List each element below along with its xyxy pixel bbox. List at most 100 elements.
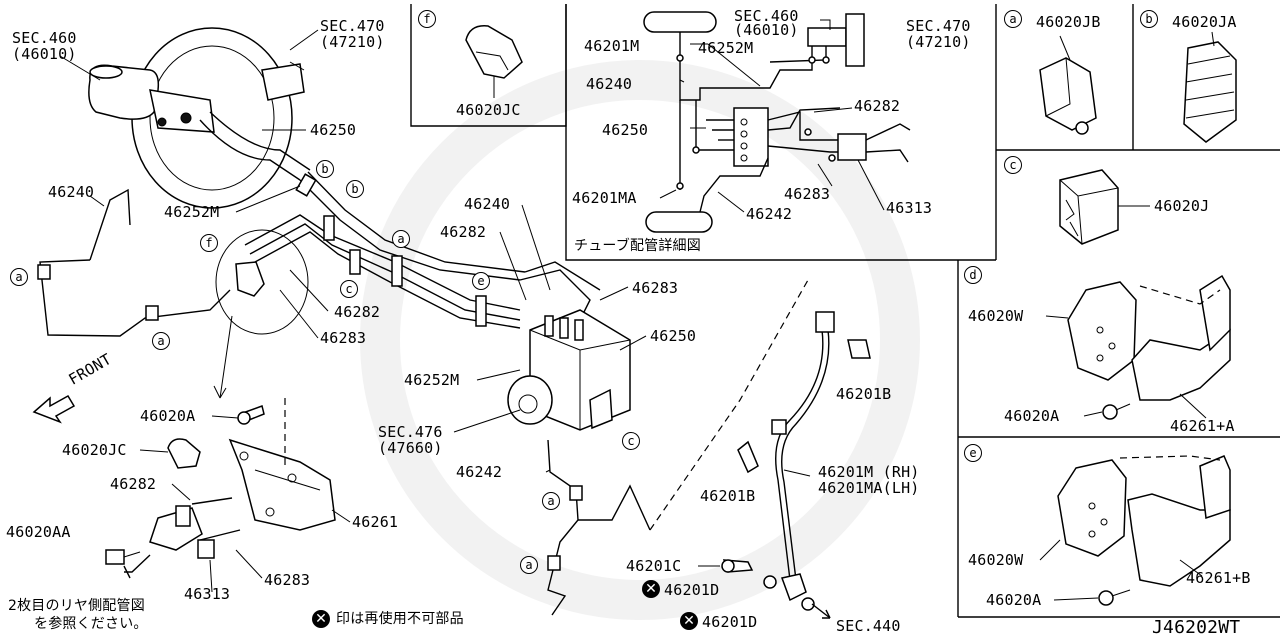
tube-label-46250[interactable]: 46250 [602,121,649,139]
master-cylinder [88,64,215,133]
brake-hose-46201M [721,311,835,619]
label-46283-main[interactable]: 46283 [320,329,367,347]
label-46283-lower[interactable]: 46283 [264,571,311,589]
marker-a-1: a [392,230,410,248]
label-46201MA-lh[interactable]: 46201MA(LH) [818,479,920,497]
tube-label-46252M[interactable]: 46252M [698,39,754,57]
clip-46020JB-drawing [1039,35,1097,135]
rear-line-46242 [547,279,809,616]
label-46201B-left[interactable]: 46201B [700,487,756,505]
bracket-tag-e: e [964,444,982,462]
tube-label-sec470[interactable]: SEC.470 [906,17,971,35]
clip-tag-c: c [1004,156,1022,174]
tube-label-46201M[interactable]: 46201M [584,37,640,55]
label-46261A[interactable]: 46261+A [1170,417,1235,435]
label-46282-upper[interactable]: 46282 [440,223,487,241]
marker-a-3: a [152,332,170,350]
tube-label-sec460[interactable]: SEC.460 [734,7,799,25]
marker-a-2: a [10,268,28,286]
bracket-46261B-drawing [1039,455,1231,606]
diagram-reference-code: J46202WT [1152,617,1241,638]
label-46020W-d[interactable]: 46020W [968,307,1024,325]
tube-label-46313[interactable]: 46313 [886,199,933,217]
marker-c-2: c [622,432,640,450]
label-sec440[interactable]: SEC.440 [836,617,901,635]
label-46240-upper[interactable]: 46240 [464,195,511,213]
label-sec470-sub: (47210) [320,33,385,51]
non-reusable-legend-mark: ✕ [312,610,330,628]
tube-label-sec460-sub: (46010) [734,21,799,39]
label-46261[interactable]: 46261 [352,513,399,531]
label-46252M-main[interactable]: 46252M [164,203,220,221]
label-46020A-main[interactable]: 46020A [140,407,196,425]
clip-tag-b: b [1140,10,1158,28]
label-46242-main[interactable]: 46242 [456,463,503,481]
label-sec476[interactable]: SEC.476 [378,423,443,441]
label-46020JC-detail[interactable]: 46020JC [456,101,521,119]
tube-label-sec470-sub: (47210) [906,33,971,51]
label-46313-main[interactable]: 46313 [184,585,231,603]
label-46020JC-main[interactable]: 46020JC [62,441,127,459]
label-46201M-rh[interactable]: 46201M (RH) [818,463,920,481]
clip-label-46020JA[interactable]: 46020JA [1172,13,1237,31]
label-sec460[interactable]: SEC.460 [12,29,77,47]
label-46282-lower[interactable]: 46282 [110,475,157,493]
non-reusable-mark-2: ✕ [680,612,698,630]
label-46020W-e[interactable]: 46020W [968,551,1024,569]
marker-a-4: a [542,492,560,510]
tube-detail [643,11,911,233]
clip-46020JC [167,438,201,469]
bolt-46020A [237,405,265,425]
note-non-reusable: 印は再使用不可部品 [336,611,464,627]
note-rear-line-2: を参照ください。 [34,616,148,632]
tube-label-46240[interactable]: 46240 [586,75,633,93]
clip-46201B [737,339,871,474]
label-sec470[interactable]: SEC.470 [320,17,385,35]
label-46250-abs[interactable]: 46250 [650,327,697,345]
label-46201D-lower[interactable]: 46201D [702,613,758,631]
brake-lines [199,111,601,329]
label-sec476-sub: (47660) [378,439,443,457]
clip-label-46020JB[interactable]: 46020JB [1036,13,1101,31]
tube-label-46283[interactable]: 46283 [784,185,831,203]
clip-label-46020J[interactable]: 46020J [1154,197,1210,215]
marker-b-2: b [346,180,364,198]
marker-c-1: c [340,280,358,298]
label-46201B-right[interactable]: 46201B [836,385,892,403]
label-sec460-sub: (46010) [12,45,77,63]
tube-label-46282[interactable]: 46282 [854,97,901,115]
clip-46020JC-detail-drawing [465,25,523,98]
front-line-46240 [37,188,231,337]
label-46252M-abs[interactable]: 46252M [404,371,460,389]
marker-e: e [472,272,490,290]
joint-46313 [123,497,241,579]
label-46020A-d[interactable]: 46020A [1004,407,1060,425]
bolt-46020AA [105,549,141,565]
marker-f: f [200,234,218,252]
label-46261B[interactable]: 46261+B [1186,569,1251,587]
marker-a-5: a [520,556,538,574]
label-46201D-upper[interactable]: 46201D [664,581,720,599]
front-arrow [32,394,76,424]
label-46020A-e[interactable]: 46020A [986,591,1042,609]
detail-circle-f [213,229,309,399]
clip-tag-a: a [1004,10,1022,28]
label-46240-main[interactable]: 46240 [48,183,95,201]
label-46282-main[interactable]: 46282 [334,303,381,321]
note-rear-line-1: 2枚目のリヤ側配管図 [8,598,145,614]
clip-46020J-drawing [1059,169,1150,245]
marker-b-1: b [316,160,334,178]
tube-label-46201MA[interactable]: 46201MA [572,189,637,207]
non-reusable-mark-1: ✕ [642,580,660,598]
bracket-46261 [228,398,336,531]
label-46250-main[interactable]: 46250 [310,121,357,139]
label-46201C[interactable]: 46201C [626,557,682,575]
clip-46020JA-drawing [1183,31,1237,143]
tube-detail-title: チューブ配管詳細図 [574,238,701,254]
label-46283-upper[interactable]: 46283 [632,279,679,297]
label-46020AA[interactable]: 46020AA [6,523,71,541]
bracket-46261A-drawing [1045,274,1231,420]
panel-frames [410,4,1280,618]
tube-label-46242[interactable]: 46242 [746,205,793,223]
